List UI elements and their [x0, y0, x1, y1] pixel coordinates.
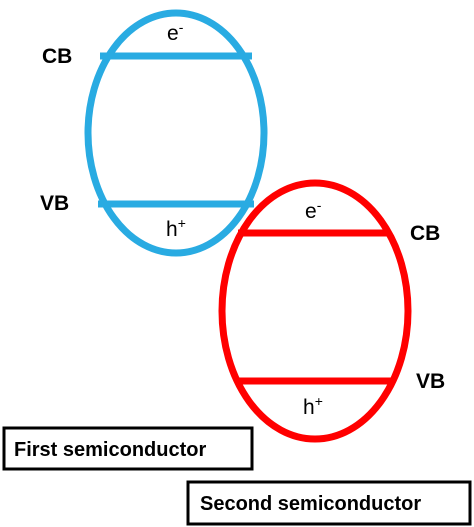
second-electron-base: e — [305, 200, 317, 223]
first-semiconductor-ellipse — [84, 9, 268, 257]
second-cb-label: CB — [410, 222, 440, 245]
first-cb-label: CB — [42, 45, 72, 68]
first-electron-base: e — [167, 22, 179, 45]
first-hole-label: h+ — [166, 215, 186, 241]
second-hole-base: h — [303, 396, 315, 419]
first-hole-sup: + — [178, 215, 186, 231]
second-hole-sup: + — [315, 393, 323, 409]
second-legend-box — [186, 480, 472, 526]
second-hole-label: h+ — [303, 393, 323, 419]
second-vb-label: VB — [416, 370, 445, 393]
first-electron-sup: - — [179, 19, 184, 35]
first-vb-label: VB — [40, 192, 69, 215]
first-legend-box — [2, 426, 254, 471]
second-electron-label: e- — [305, 197, 322, 223]
first-semiconductor — [84, 9, 268, 257]
first-legend-text: First semiconductor — [14, 439, 206, 461]
second-electron-sup: - — [317, 197, 322, 213]
first-electron-label: e- — [167, 19, 184, 45]
second-semiconductor-legend: Second semiconductor — [186, 480, 472, 526]
first-hole-base: h — [166, 218, 178, 241]
first-semiconductor-legend: First semiconductor — [2, 426, 254, 471]
second-semiconductor-ellipse — [218, 179, 412, 443]
second-legend-text: Second semiconductor — [200, 493, 421, 515]
second-semiconductor — [218, 179, 412, 443]
